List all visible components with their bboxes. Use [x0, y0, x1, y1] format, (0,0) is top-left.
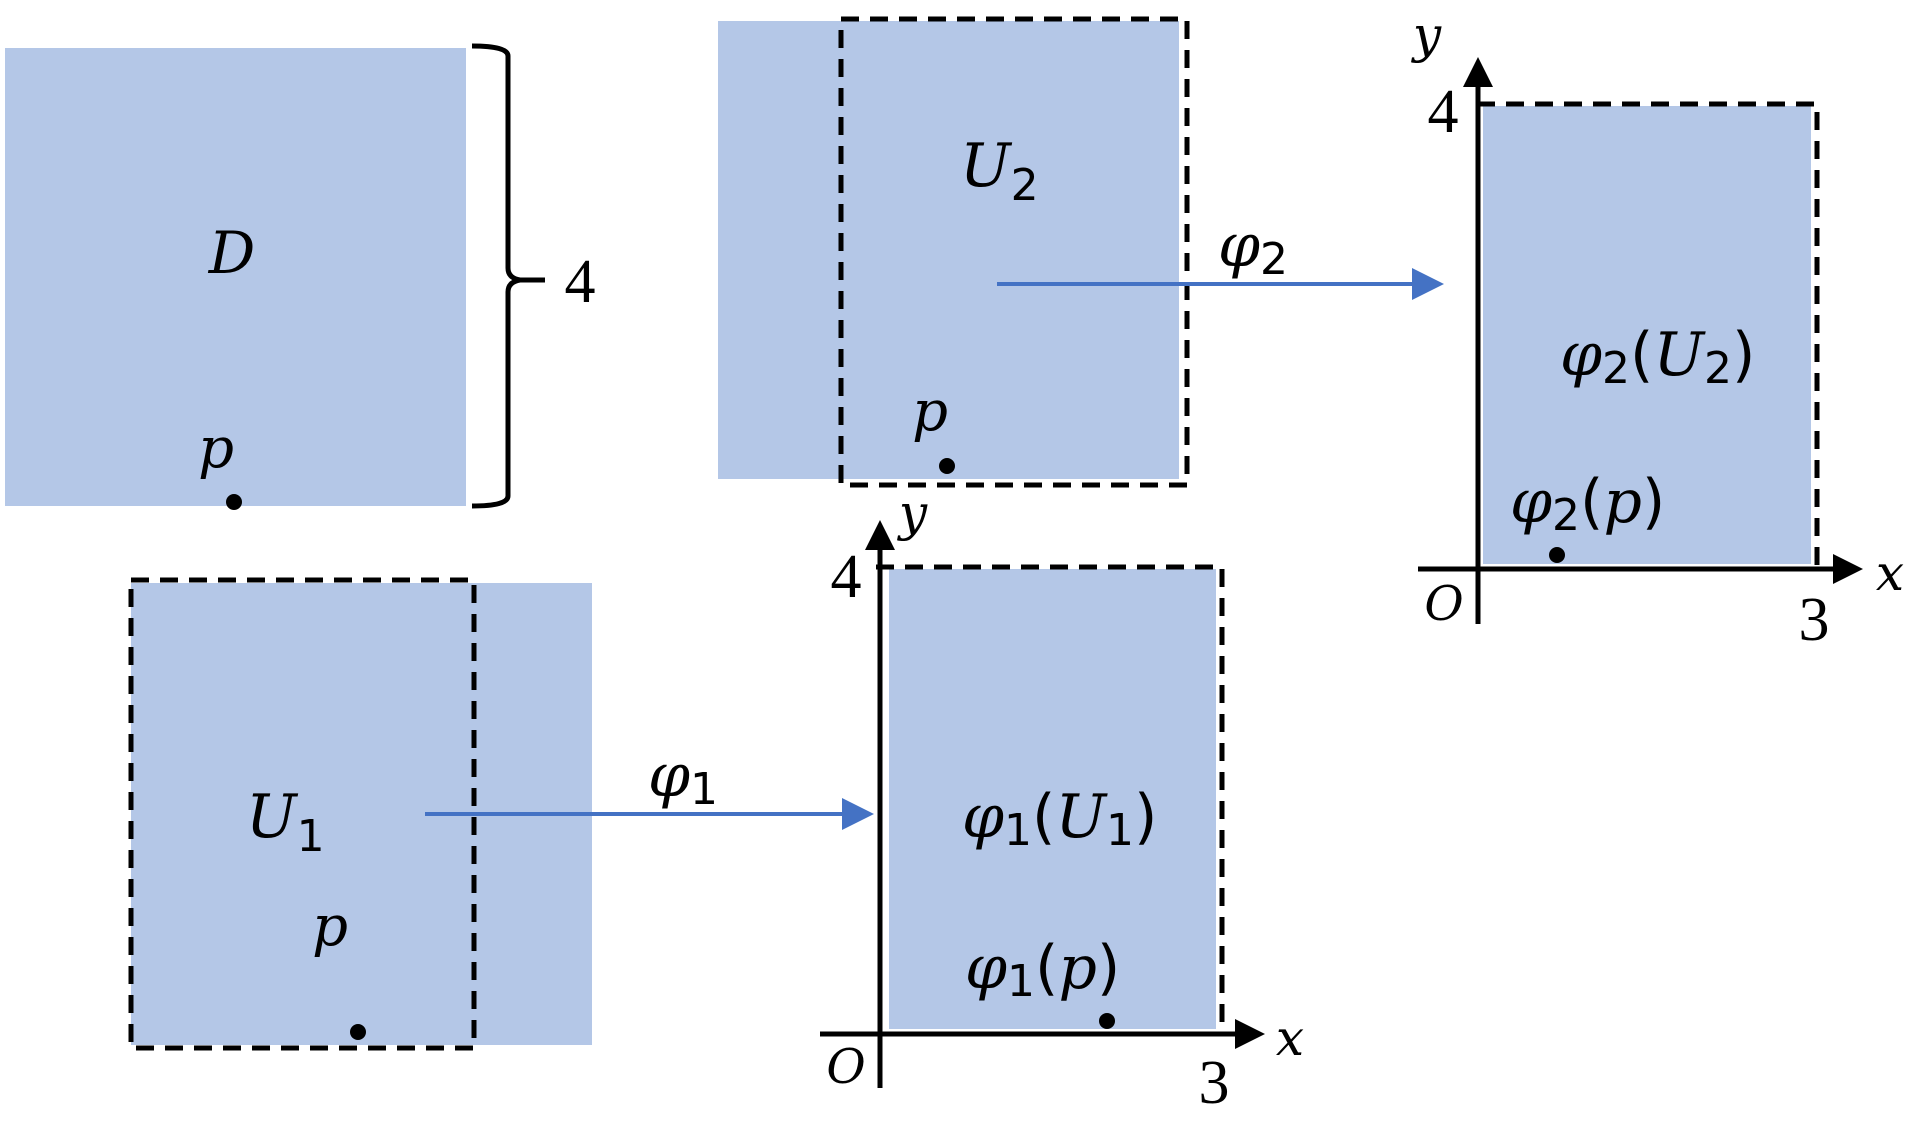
phi2-point-label: φ2(p)	[1510, 467, 1665, 541]
phi2-x-axis-label: x	[1876, 544, 1904, 602]
phi2-label: φ2	[1218, 211, 1288, 285]
phi1-label: φ1	[648, 741, 718, 815]
u1-point-p-label: p	[312, 894, 348, 959]
phi2-x-tick-3: 3	[1799, 586, 1830, 654]
phi1-x-tick-3: 3	[1199, 1049, 1230, 1117]
phi2-image-dashed-boundary	[1477, 101, 1820, 568]
u1-label: U1	[246, 782, 325, 862]
side-length-label: 4	[565, 248, 596, 316]
u2-shaded-region	[718, 21, 1179, 479]
phi1-point-label: φ1(p)	[965, 933, 1120, 1007]
phi2-y-tick-4: 4	[1428, 78, 1459, 146]
phi2-y-axis-label: y	[1411, 6, 1442, 64]
phi2-image-label: φ2(U2)	[1560, 320, 1755, 394]
phi1-y-tick-4: 4	[831, 543, 862, 611]
chart-u2-panel: U2 p	[718, 16, 1190, 488]
point-p-label: p	[198, 416, 234, 481]
phi1-image-dashed-boundary	[876, 564, 1225, 1031]
phi2-origin-label: O	[1424, 576, 1463, 632]
side-length-brace	[471, 43, 545, 509]
phi2-image-point	[1549, 547, 1565, 563]
phi2-map-arrow: φ2	[997, 211, 1444, 300]
phi1-image-point	[1099, 1013, 1115, 1029]
u1-point-p	[350, 1024, 366, 1040]
phi1-image-region	[889, 569, 1216, 1029]
phi2-image-panel: y x O 4 3 φ2(U2) φ2(p)	[1411, 6, 1904, 654]
domain-label: D	[208, 219, 256, 287]
phi1-origin-label: O	[826, 1039, 865, 1095]
u2-label: U2	[960, 131, 1039, 211]
phi2-image-region	[1483, 106, 1811, 564]
phi1-x-axis-label: x	[1276, 1009, 1304, 1067]
phi1-y-axis-label: y	[897, 484, 928, 542]
phi1-image-label: φ1(U1)	[962, 782, 1157, 856]
u2-point-p	[939, 458, 955, 474]
point-p	[226, 494, 242, 510]
domain-square-panel: D p 4	[5, 43, 596, 510]
phi1-image-panel: y x O 4 3 φ1(U1) φ1(p)	[820, 484, 1304, 1117]
domain-region	[5, 48, 466, 506]
u2-point-p-label: p	[912, 379, 948, 444]
phi1-map-arrow: φ1	[425, 741, 874, 830]
